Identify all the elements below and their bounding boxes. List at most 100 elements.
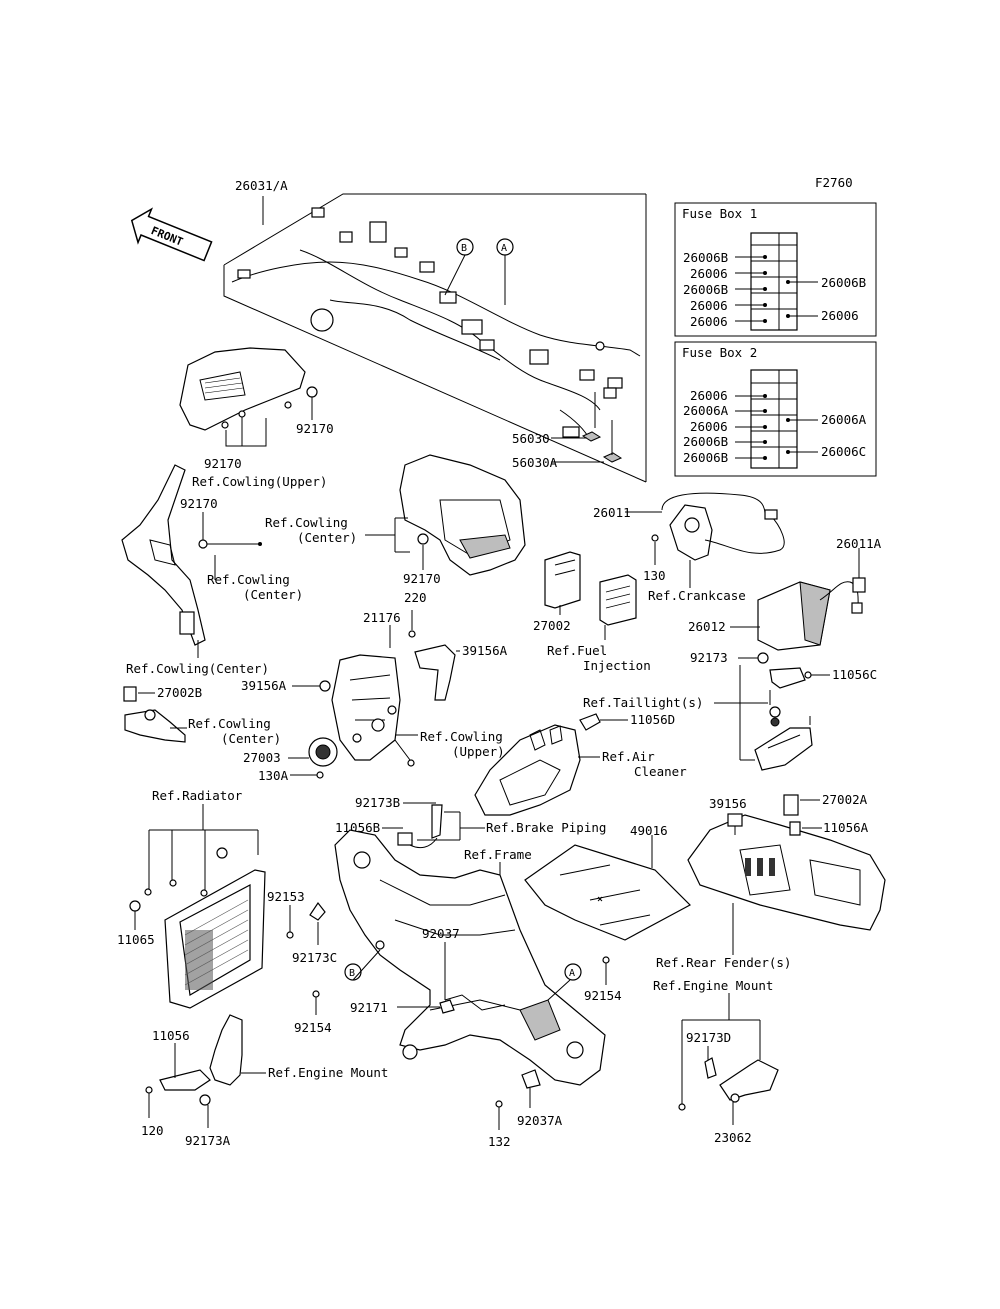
label-27003: 27003 <box>243 750 281 765</box>
label-92173d: 92173D <box>686 1030 731 1045</box>
label-49016: 49016 <box>630 823 668 838</box>
label-56030: 56030 <box>512 431 550 446</box>
fuse-box-2: Fuse Box 2 26006 26006A 26006 26006B 260… <box>674 341 877 477</box>
label-ref-cowling-upper-2a: Ref.Cowling <box>420 729 503 744</box>
label-ref-cowling-center-3: Ref.Cowling(Center) <box>126 661 269 676</box>
label-ref-cowling-center-4a: Ref.Cowling <box>188 716 271 731</box>
diagram-code: F2760 <box>815 175 853 190</box>
fuse-box-1-right-0: 26006B <box>821 275 866 290</box>
label-92170-a: 92170 <box>296 421 334 436</box>
label-39156: 39156 <box>709 796 747 811</box>
fuse-box-1-left-2: 26006B <box>683 282 728 297</box>
label-27002b: 27002B <box>157 685 202 700</box>
label-ref-brake-piping: Ref.Brake Piping <box>486 820 606 835</box>
label-120: 120 <box>141 1123 164 1138</box>
label-92037: 92037 <box>422 926 460 941</box>
label-ref-cowling-center-1b: (Center) <box>243 587 303 602</box>
fuse-box-2-title: Fuse Box 2 <box>682 345 757 360</box>
label-ref-fuel-a: Ref.Fuel <box>547 643 607 658</box>
label-92154-a: 92154 <box>294 1020 332 1035</box>
fuel-injection-module: Ref.Fuel Injection <box>547 574 651 673</box>
label-92170-b: 92170 <box>204 456 242 471</box>
label-130: 130 <box>643 568 666 583</box>
label-11056: 11056 <box>152 1028 190 1043</box>
label-92173b: 92173B <box>355 795 400 810</box>
ref-circle-a-label: A <box>501 243 507 254</box>
fuse-box-2-right-0: 26006A <box>821 412 867 427</box>
fuse-box-1: Fuse Box 1 26006B 26006 26006B 26006 260… <box>674 202 877 337</box>
label-ref-engine-mount-1: Ref.Engine Mount <box>268 1065 388 1080</box>
label-ref-cowling-center-2b: (Center) <box>297 530 357 545</box>
frame-ref-circle-a: A <box>569 968 575 979</box>
fuse-box-1-left-3: 26006 <box>690 298 728 313</box>
label-92173: 92173 <box>690 650 728 665</box>
taillight-bracket: 92173 11056C Ref.Taillight(s) <box>583 650 877 771</box>
center-bracket-assembly: 220 21176 39156A 39156A Ref.Cowling (Upp… <box>241 590 508 767</box>
label-92170-d: 92170 <box>403 571 441 586</box>
label-92171: 92171 <box>350 1000 388 1015</box>
fuse-box-2-right-1: 26006C <box>821 444 866 459</box>
left-engine-mount-bracket: 120 11056 92173A Ref.Engine Mount <box>141 1014 388 1148</box>
label-26012: 26012 <box>688 619 726 634</box>
main-harness-panel: 26031/A 56030 56030A B A <box>223 178 647 483</box>
frame-ref-circle-b: B <box>349 968 355 979</box>
frame: Ref.Frame <box>334 829 606 1086</box>
label-ref-crankcase: Ref.Crankcase <box>648 588 746 603</box>
label-220: 220 <box>404 590 427 605</box>
right-engine-mount-bracket: Ref.Engine Mount 92173D 23062 <box>653 978 779 1145</box>
crankcase-sensor: 26011 130 Ref.Crankcase <box>593 492 785 603</box>
label-ref-rear-fender: Ref.Rear Fender(s) <box>656 955 791 970</box>
fuse-box-2-left-4: 26006B <box>683 450 728 465</box>
upper-cowling-bracket: 92170 92170 Ref.Cowling(Upper) <box>179 347 334 489</box>
label-92173a: 92173A <box>185 1133 231 1148</box>
label-27002: 27002 <box>533 618 571 633</box>
label-26011: 26011 <box>593 505 631 520</box>
center-cowling-duct: Ref.Cowling (Center) 92170 <box>265 454 526 586</box>
label-ref-taillight: Ref.Taillight(s) <box>583 695 703 710</box>
fuse-box-1-left-0: 26006B <box>683 250 728 265</box>
front-arrow-icon: FRONT <box>130 207 213 262</box>
battery: 26011A 26012 <box>688 536 882 651</box>
label-92170-c: 92170 <box>180 496 218 511</box>
label-ref-radiator: Ref.Radiator <box>152 788 243 803</box>
fuse-box-2-left-2: 26006 <box>690 419 728 434</box>
ecu-module: 27002 <box>533 551 581 633</box>
label-ref-frame: Ref.Frame <box>464 847 532 862</box>
label-23062: 23062 <box>714 1130 752 1145</box>
fuse-box-2-left-0: 26006 <box>690 388 728 403</box>
label-ref-cowling-center-4b: (Center) <box>221 731 281 746</box>
under-seat-tray: 49016 <box>524 823 691 941</box>
label-ref-engine-mount-2: Ref.Engine Mount <box>653 978 773 993</box>
left-cowling-bracket: 92170 Ref.Cowling (Center) Ref.Cowling(C… <box>121 464 303 676</box>
label-ref-fuel-b: Injection <box>583 658 651 673</box>
label-ref-air-b: Cleaner <box>634 764 687 779</box>
radiator: Ref.Radiator 11065 <box>117 788 266 1009</box>
fuse-box-1-left-1: 26006 <box>690 266 728 281</box>
rear-fender: Ref.Rear Fender(s) 39156 27002A 11056A <box>656 792 886 970</box>
brake-piping: 92173B 11056B Ref.Brake Piping <box>335 795 606 849</box>
label-11056c: 11056C <box>832 667 877 682</box>
label-21176: 21176 <box>363 610 401 625</box>
fuse-box-2-left-1: 26006A <box>683 403 729 418</box>
label-56030a: 56030A <box>512 455 558 470</box>
fuse-box-1-left-4: 26006 <box>690 314 728 329</box>
fuse-box-1-right-1: 26006 <box>821 308 859 323</box>
label-92173c: 92173C <box>292 950 337 965</box>
label-26031: 26031/A <box>235 178 288 193</box>
air-cleaner-shroud: 11056D Ref.Air Cleaner <box>474 712 687 816</box>
fuse-box-2-left-3: 26006B <box>683 434 728 449</box>
label-92037a: 92037A <box>517 1113 563 1128</box>
label-11065: 11065 <box>117 932 155 947</box>
frame-fasteners: 92153 92173C 92037 92154 B A 92154 92171… <box>267 889 622 1149</box>
label-132: 132 <box>488 1134 511 1149</box>
label-26011a: 26011A <box>836 536 882 551</box>
left-relay-bracket: 27002B Ref.Cowling (Center) <box>123 685 281 746</box>
label-92154-b: 92154 <box>584 988 622 1003</box>
ref-circle-b-label: B <box>461 243 467 254</box>
label-11056b: 11056B <box>335 820 380 835</box>
label-ref-cowling-upper-1: Ref.Cowling(Upper) <box>192 474 327 489</box>
label-130a: 130A <box>258 768 289 783</box>
label-39156a-2: 39156A <box>241 678 287 693</box>
label-ref-cowling-upper-2b: (Upper) <box>452 744 505 759</box>
